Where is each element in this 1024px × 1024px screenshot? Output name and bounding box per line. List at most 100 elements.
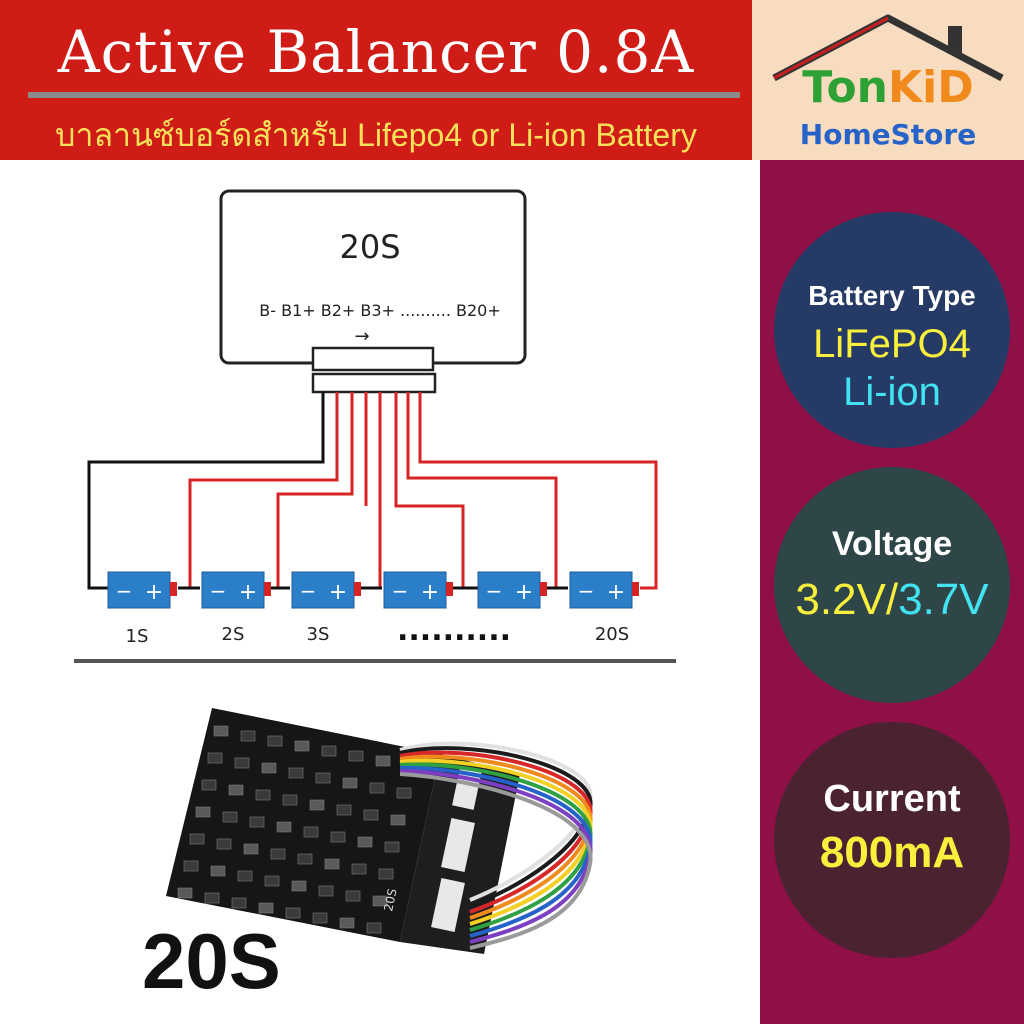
cell-terminal (632, 582, 639, 596)
pcb-chip (240, 730, 256, 742)
pcb-chip (294, 740, 310, 752)
wires (87, 392, 658, 590)
pcb-chip (201, 779, 217, 791)
battery-cell: −+ (477, 571, 547, 609)
pcb-chip (264, 875, 280, 887)
spec-current-label: Current (823, 778, 961, 820)
product-title: Active Balancer 0.8A (57, 18, 695, 86)
pcb-chip (336, 804, 352, 816)
balance-cable (399, 772, 593, 950)
pcb-chip (351, 863, 367, 875)
pcb-chip (363, 809, 379, 821)
pcb-chip (357, 836, 373, 848)
pcb-chip (231, 897, 247, 909)
store-logo: TonKiD HomeStore (752, 0, 1024, 160)
wire-b1 (188, 392, 339, 588)
pcb-chip (213, 725, 229, 737)
pcb-chip (270, 848, 286, 860)
battery-cell: −+ (201, 571, 271, 609)
pcb-chip (342, 777, 358, 789)
cell-body (383, 571, 447, 609)
cell-body (569, 571, 633, 609)
pcb-chip (207, 752, 223, 764)
cell-terminal (354, 582, 361, 596)
pcb-chip (369, 782, 385, 794)
spec-voltage-label: Voltage (831, 525, 953, 563)
pcb-chip (339, 917, 355, 929)
pcb-chip (396, 787, 412, 799)
cell-minus-sign: − (116, 579, 133, 603)
cell-plus-sign: + (239, 580, 257, 605)
pcb-chip (297, 853, 313, 865)
pcb-chip (372, 895, 388, 907)
balancer-module (219, 189, 527, 365)
connector-socket (311, 346, 435, 372)
logo-kid: KiD (888, 62, 974, 113)
cell-plus-sign: + (329, 580, 347, 605)
wire-b-minus (87, 392, 325, 590)
spec-battery-type-lifepo4: LiFePO4 (813, 322, 971, 366)
cell-body (107, 571, 171, 609)
cell-plus-sign: + (421, 580, 439, 605)
pcb-chip (243, 843, 259, 855)
cell-plus-sign: + (607, 580, 625, 605)
spec-voltage-lifepo4: 3.2V/ (795, 575, 899, 624)
product-board: 20S (166, 708, 593, 954)
pcb-chip (312, 912, 328, 924)
product-subtitle: บาลานซ์บอร์ดสำหรับ Lifepo4 or Li-ion Bat… (55, 117, 697, 153)
pcb-components (177, 725, 418, 934)
logo-ton: Ton (802, 62, 889, 113)
balance-cables (399, 741, 593, 950)
spec-current: Current 800mA (774, 722, 1010, 958)
pcb-chip (309, 799, 325, 811)
pcb-chip (315, 772, 331, 784)
cell-body (201, 571, 265, 609)
spec-voltage-value: 3.2V/3.7V (774, 575, 1010, 625)
pcb-chip (303, 826, 319, 838)
wire-b18 (394, 392, 465, 588)
cell-body (477, 571, 541, 609)
pcb-chip (204, 892, 220, 904)
pcb-chip (390, 814, 406, 826)
pcb-chip (384, 841, 400, 853)
logo-wordmark: TonKiD (752, 62, 1024, 113)
pcb-chip (216, 838, 232, 850)
cell-label-20s: 20S (595, 624, 629, 645)
pcb-chip (255, 789, 271, 801)
cell-plus-sign: + (145, 580, 163, 605)
pcb-chip (249, 816, 265, 828)
pin-labels: B- B1+ B2+ B3+ .......... B20+ (259, 301, 500, 320)
pcb-header-3 (431, 878, 465, 932)
pcb-chip (330, 831, 346, 843)
pcb-chip (237, 870, 253, 882)
pcb-chip (234, 757, 250, 769)
pcb-chip (222, 811, 238, 823)
cell-terminal (264, 582, 271, 596)
battery-cell: −+ (383, 571, 453, 609)
cell-terminal (446, 582, 453, 596)
product-model-label: 20S (142, 917, 281, 1005)
cell-minus-sign: − (300, 579, 317, 603)
pcb-chip (267, 735, 283, 747)
cell-plus-sign: + (515, 580, 533, 605)
header-banner: Active Balancer 0.8A บาลานซ์บอร์ดสำหรับ … (0, 0, 752, 160)
pcb-chip (366, 922, 382, 934)
pcb-chip (261, 762, 277, 774)
pcb-chip (210, 865, 226, 877)
battery-cell: −+ (107, 571, 177, 609)
pcb-chip (285, 907, 301, 919)
cell-minus-sign: − (210, 579, 227, 603)
battery-cell: −+ (291, 571, 361, 609)
spec-panel: Battery Type LiFePO4 Li-ion Voltage 3.2V… (760, 160, 1024, 1024)
cell-label-3s: 3S (307, 624, 330, 645)
title-divider (28, 92, 740, 98)
pcb-chip (183, 860, 199, 872)
spec-battery-type: Battery Type LiFePO4 Li-ion (774, 212, 1010, 448)
house-roof-icon (772, 14, 1004, 82)
pcb-chip (276, 821, 292, 833)
cell-ellipsis: .......... (397, 613, 511, 648)
module-label: 20S (339, 228, 400, 266)
pcb-chip (324, 858, 340, 870)
battery-cells: −+−+−+−+−+−+ (107, 571, 639, 609)
